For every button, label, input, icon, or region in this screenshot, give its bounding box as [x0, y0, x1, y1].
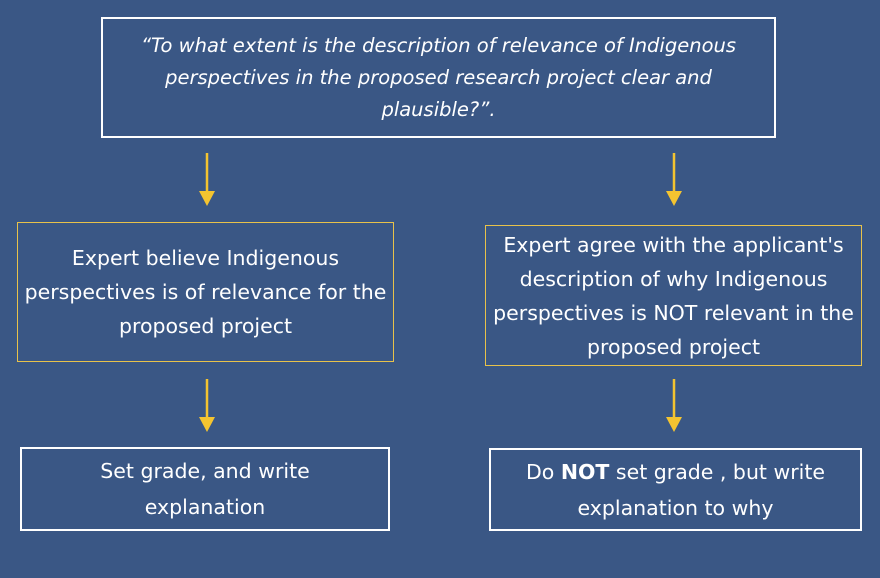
left-condition-box: Expert believe Indigenous perspectives i… — [17, 222, 394, 362]
right-action-suffix: set grade , but write explanation to why — [577, 459, 826, 520]
arrow-down-right-top-icon — [666, 153, 682, 206]
left-condition-text: Expert believe Indigenous perspectives i… — [24, 246, 387, 338]
question-box: “To what extent is the description of re… — [101, 17, 776, 138]
right-action-box: Do NOT set grade , but write explanation… — [489, 448, 862, 531]
left-action-box: Set grade, and write explanation — [20, 447, 390, 531]
arrow-down-right-bottom-icon — [666, 379, 682, 432]
right-condition-text: Expert agree with the applicant's descri… — [493, 232, 854, 359]
question-text: “To what extent is the description of re… — [140, 33, 737, 121]
arrow-down-left-top-icon — [199, 153, 215, 206]
arrow-down-left-bottom-icon — [199, 379, 215, 432]
right-action-emphasis: NOT — [560, 459, 610, 484]
left-action-text: Set grade, and write explanation — [100, 459, 310, 519]
right-action-prefix: Do — [525, 459, 561, 484]
right-condition-box: Expert agree with the applicant's descri… — [485, 225, 862, 366]
right-action-text: Do NOT set grade , but write explanation… — [501, 454, 850, 526]
